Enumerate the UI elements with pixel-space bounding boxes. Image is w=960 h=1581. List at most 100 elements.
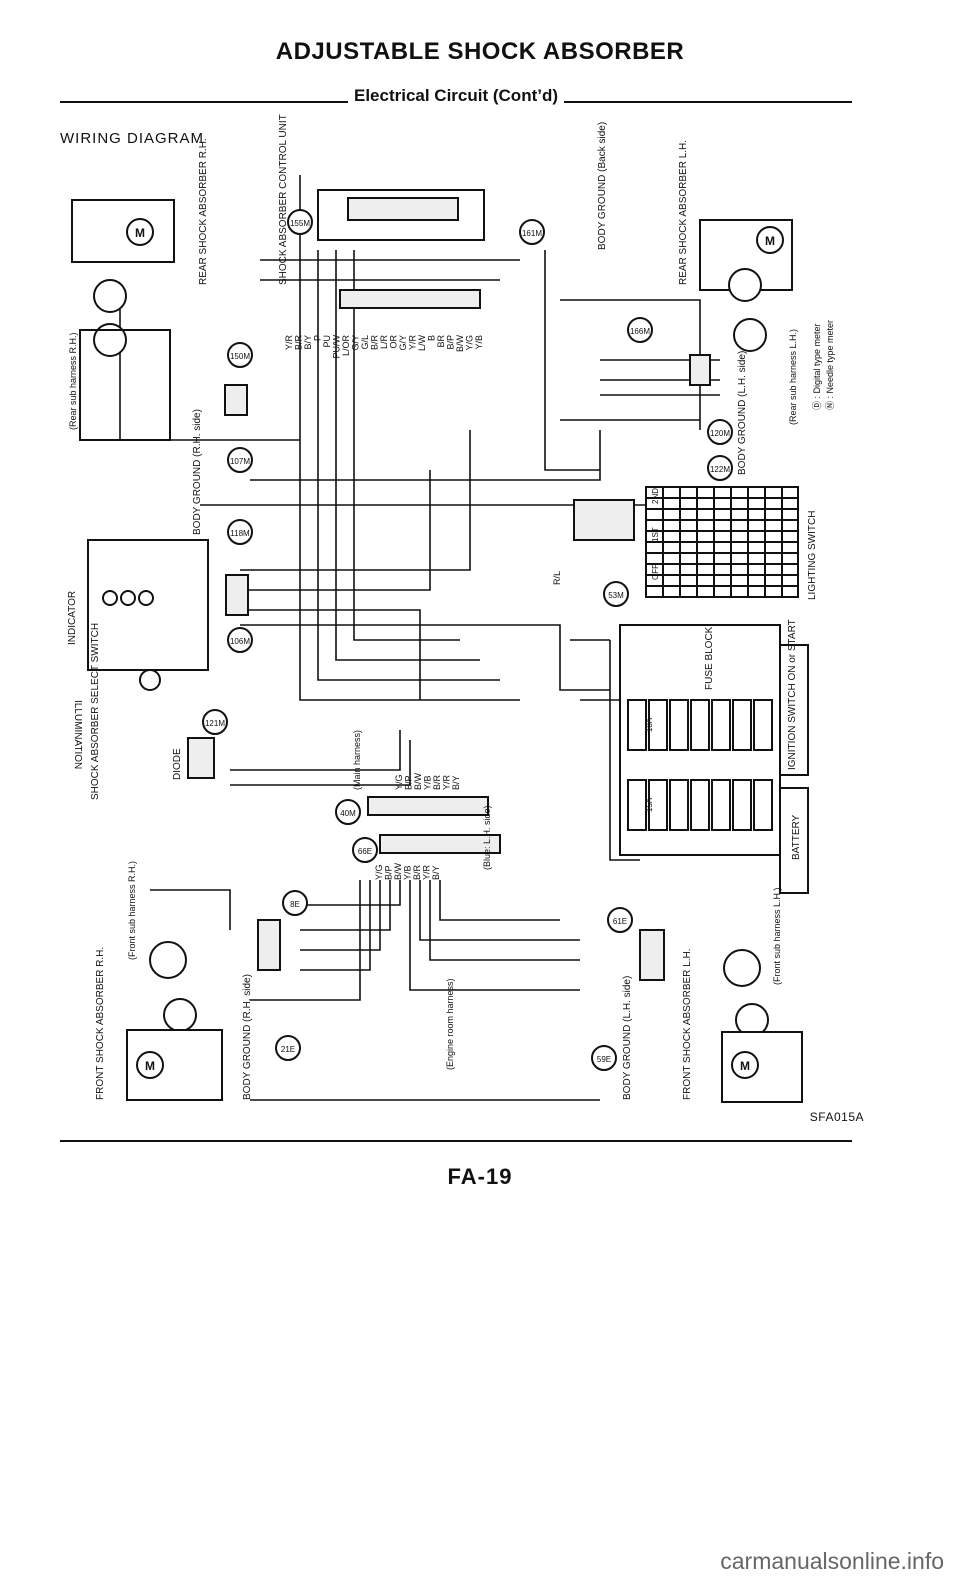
wire: [299, 175, 520, 701]
wire-color-label: L/W: [417, 335, 427, 352]
rear-shock-rh-label: REAR SHOCK ABSORBER R.H.: [198, 138, 209, 285]
wire: [250, 880, 361, 1001]
wire: [240, 430, 471, 571]
wire: [240, 624, 610, 691]
illumination-label: ILLUMINATION: [72, 700, 83, 769]
wire-color-label: BR: [436, 335, 446, 348]
wire: [609, 640, 640, 861]
connector-118m: [227, 519, 253, 545]
body-ground-back-label: BODY GROUND (Back side): [597, 122, 608, 250]
switch-position-label: 1ST: [651, 527, 660, 542]
wire-color-label: B: [427, 335, 437, 341]
connector-53m: [603, 581, 629, 607]
illumination-lamp: [139, 669, 161, 691]
subtitle-row: Electrical Circuit (Cont’d): [60, 86, 852, 110]
wire: [150, 889, 231, 930]
watermark: carmanualsonline.info: [720, 1548, 944, 1574]
wire: [409, 880, 580, 991]
page-number: FA-19: [447, 1164, 513, 1189]
wire: [419, 880, 580, 941]
wire: [119, 300, 300, 441]
front-shock-lh-motor: [731, 1051, 759, 1079]
wire-color-label: B/P: [404, 775, 414, 790]
connector-150m-body: [224, 384, 248, 416]
rear-shock-rh-sensor-2: [93, 323, 127, 357]
wire: [240, 609, 421, 700]
wire-color-label: Y/R: [284, 335, 294, 351]
wire: [429, 880, 580, 961]
connector-155m-label: 155M: [290, 219, 310, 228]
connector-53m-label: 53M: [608, 591, 624, 600]
connector-8e-body: [257, 919, 281, 971]
wire-layer: [119, 175, 720, 1101]
wire-color-label: Y/R: [442, 774, 452, 790]
wire-color-label: B/Y: [451, 775, 461, 790]
connector-166m-label: 166M: [630, 327, 650, 336]
connector-150m-label: 150M: [230, 352, 250, 361]
control-unit-harness-connector: [339, 289, 481, 309]
rear-shock-rh-sensor: [93, 279, 127, 313]
rear-shock-lh-label: REAR SHOCK ABSORBER L.H.: [678, 140, 689, 285]
connector-106m-label: 106M: [230, 637, 250, 646]
wire-color-label: B/W: [413, 772, 423, 790]
switch-position-label: OFF: [651, 564, 660, 580]
wire: [240, 470, 431, 591]
wire-color-label: Y/R: [408, 335, 418, 351]
fuse: [732, 779, 752, 831]
wire-color-label: B/W: [455, 334, 465, 352]
wire-color-label: Y/B: [403, 865, 413, 880]
rear-shock-rh-motor: [126, 218, 154, 246]
wire: [300, 880, 401, 906]
page-subtitle-text: Electrical Circuit (Cont’d): [347, 86, 565, 105]
connector-66e-body: [379, 834, 501, 854]
wire: [439, 880, 560, 921]
wire-color-label: OR: [389, 334, 399, 348]
indicator-lamp: [120, 590, 136, 606]
connector-8e: [282, 890, 308, 916]
connector-122m: [707, 455, 733, 481]
connector-106m-body: [225, 574, 249, 616]
body-ground-lh-front-label: BODY GROUND (L.H. side): [622, 976, 633, 1100]
connector-66e-label: 66E: [358, 847, 372, 856]
wire-color-label: B/W: [393, 862, 403, 880]
indicator-lamp: [138, 590, 154, 606]
fuse: [753, 779, 773, 831]
wire: [250, 430, 601, 481]
wire: [317, 250, 500, 681]
fuse: [648, 699, 668, 751]
wire-color-label: B/R: [412, 864, 422, 880]
wire-color-label: PU/W: [332, 334, 342, 358]
figure-id: SFA015A: [809, 1110, 864, 1124]
wire-color-label: Y/R: [422, 864, 432, 880]
wire-color-label: B/R: [432, 774, 442, 790]
connector-121m: [202, 709, 228, 735]
wire-color-label: L/R: [379, 335, 389, 350]
fuse: [690, 699, 710, 751]
connector-155m: [287, 209, 313, 235]
battery-box: [779, 787, 809, 894]
fuse-block-label: FUSE BLOCK: [704, 626, 715, 690]
indicator-lamp: [102, 590, 118, 606]
connector-40m: [335, 799, 361, 825]
motor-symbol: M: [145, 1059, 155, 1073]
body-ground-lh-label: BODY GROUND (L.H. side): [737, 351, 748, 475]
rear-lh-connector: [689, 354, 711, 386]
connector-61e-label: 61E: [613, 917, 627, 926]
connector-61e: [607, 907, 633, 933]
wire: [230, 740, 411, 786]
wire-color-label: G/Y: [351, 335, 361, 351]
switch-connector: [573, 499, 635, 541]
motor-symbol: M: [740, 1059, 750, 1073]
main-harness-label: (Main harness): [352, 730, 362, 790]
connector-161m: [519, 219, 545, 245]
fuse: [648, 779, 668, 831]
diode-label: DIODE: [172, 748, 183, 780]
fuse: [732, 699, 752, 751]
indicator-label: INDICATOR: [67, 591, 78, 645]
select-switch-label: SHOCK ABSORBER SELECT SWITCH: [90, 623, 101, 800]
wire-color-label: Y/G: [465, 335, 475, 351]
connector-107m: [227, 447, 253, 473]
connector-106m: [227, 627, 253, 653]
